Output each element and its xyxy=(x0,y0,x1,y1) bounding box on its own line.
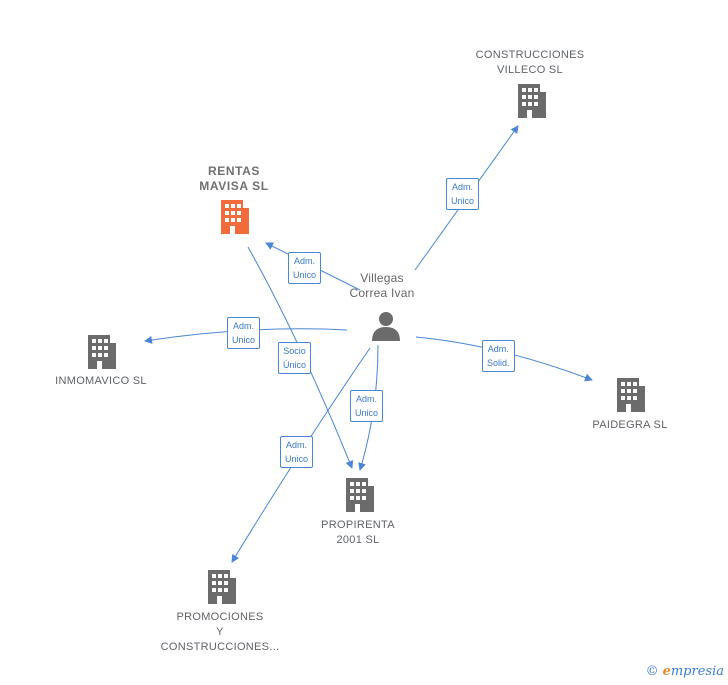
building-icon[interactable] xyxy=(346,478,376,512)
company-label-propirenta[interactable]: PROPIRENTA 2001 SL xyxy=(321,519,395,546)
building-icon-focus[interactable] xyxy=(221,200,251,234)
brand-logo[interactable]: ©empresia xyxy=(645,664,724,679)
edge-label-inmomavico: Adm.Unico xyxy=(227,317,261,349)
edge-label-rentas: Adm.Unico xyxy=(288,252,322,284)
building-icon[interactable] xyxy=(518,84,548,118)
copyright-icon: © xyxy=(645,664,659,679)
building-icon[interactable] xyxy=(617,378,647,412)
edge-label-promociones: Adm.Unico xyxy=(280,436,314,468)
company-label-promociones[interactable]: PROMOCIONES Y CONSTRUCCIONES... xyxy=(160,611,280,653)
company-label-paidegra[interactable]: PAIDEGRA SL xyxy=(592,419,668,431)
building-icon[interactable] xyxy=(208,570,238,604)
person-icon[interactable] xyxy=(370,311,402,341)
edge-label-propirenta: Adm.Unico xyxy=(350,390,384,422)
company-label-villeco[interactable]: CONSTRUCCIONES VILLECO SL xyxy=(475,49,585,76)
edge-label-villeco: Adm.Unico xyxy=(446,178,480,210)
person-name[interactable]: Villegas Correa Ivan xyxy=(349,271,415,300)
company-label-rentas[interactable]: RENTAS MAVISA SL xyxy=(199,164,269,193)
company-label-inmomavico[interactable]: INMOMAVICO SL xyxy=(55,375,147,387)
building-icon[interactable] xyxy=(88,335,118,369)
edge-label-paidegra: Adm.Solid. xyxy=(482,340,515,372)
